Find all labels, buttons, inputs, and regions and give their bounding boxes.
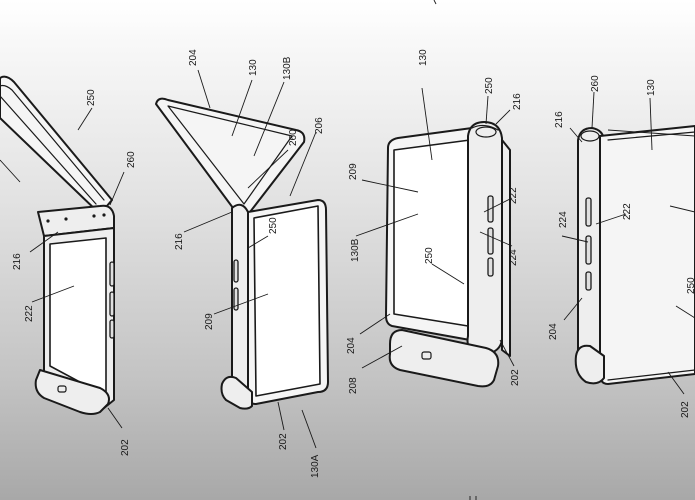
ref-label: 130B	[350, 238, 361, 262]
ref-label: 222	[622, 203, 633, 220]
figure-3-labels: 130 250 216 209 222 130B 224 250 204 208…	[346, 49, 523, 394]
figure-1-device	[0, 75, 125, 429]
ref-label: 250	[484, 77, 495, 94]
figure-2-labels: 204 130 130B 260 206 216 250 209 202 130…	[174, 49, 325, 478]
figure-4-device	[561, 91, 695, 395]
ref-label: 130	[646, 79, 657, 96]
ref-label: 130A	[310, 454, 321, 478]
ref-label: 204	[346, 337, 357, 354]
ref-label: 222	[508, 187, 519, 204]
ref-label: 204	[188, 49, 199, 66]
ref-label: 250	[686, 277, 695, 294]
ref-label: 209	[204, 313, 215, 330]
ref-label: 224	[508, 249, 519, 266]
figure-4-labels: 260 130 216 222 224 250 204 202	[548, 75, 695, 418]
ref-label: 202	[680, 401, 691, 418]
ref-label: 222	[24, 305, 35, 322]
ref-label: 216	[554, 111, 565, 128]
ref-label: 250	[424, 247, 435, 264]
ref-label: 202	[120, 439, 131, 456]
ref-label: 216	[12, 253, 23, 270]
ref-label: 204	[548, 323, 559, 340]
ref-label: 208	[348, 377, 359, 394]
figure-1-labels: 250 260 216 222 202	[12, 89, 137, 456]
ref-label: 130B	[282, 56, 293, 80]
ref-label: 130	[418, 49, 429, 66]
ref-label: 209	[348, 163, 359, 180]
ref-label: 260	[288, 129, 299, 146]
figure-2-device	[155, 69, 329, 449]
ref-label: 202	[278, 433, 289, 450]
ref-label: 216	[174, 233, 185, 250]
ref-label: 130	[248, 59, 259, 76]
ref-label: 260	[590, 75, 601, 92]
ref-label: 216	[512, 93, 523, 110]
ref-label: 224	[558, 211, 569, 228]
ref-label: 206	[314, 117, 325, 134]
ref-label: 202	[510, 369, 521, 386]
figure-3-device	[355, 87, 515, 388]
ref-label: 260	[126, 151, 137, 168]
ref-label: 250	[268, 217, 279, 234]
ref-label: 250	[86, 89, 97, 106]
